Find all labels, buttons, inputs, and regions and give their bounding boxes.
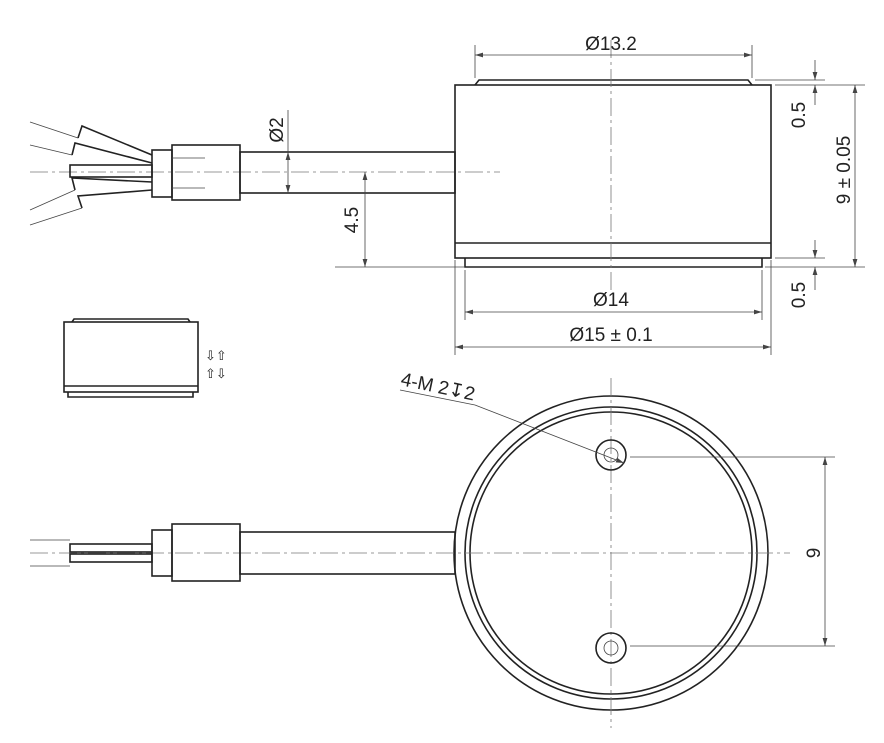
total-height-label: 9 ± 0.05 — [834, 136, 855, 205]
side-view — [29, 40, 772, 290]
small-side-view-icon: ⇩⇧ ⇧⇩ — [63, 318, 227, 398]
top-diameter-label: Ø13.2 — [585, 34, 637, 55]
base-lip-label: 0.5 — [789, 282, 810, 308]
load-direction-icon: ⇩⇧ — [205, 348, 227, 363]
base-diameter-label: Ø14 — [593, 290, 629, 311]
top-lip-label: 0.5 — [789, 102, 810, 128]
thread-callout-label: 4-M 2↧2 — [399, 369, 477, 405]
hole-spacing-label: 9 — [804, 548, 825, 559]
cable-diameter-label: Ø2 — [267, 117, 288, 142]
load-direction-icon-2: ⇧⇩ — [205, 366, 227, 381]
dimension-lines — [285, 45, 865, 355]
body-diameter-label: Ø15 ± 0.1 — [569, 325, 652, 346]
bottom-view — [30, 378, 835, 728]
dimension-labels: Ø13.2 Ø2 4.5 Ø14 Ø15 ± 0.1 0.5 0.5 9 ± 0… — [267, 34, 855, 558]
cable-height-label: 4.5 — [342, 207, 363, 233]
